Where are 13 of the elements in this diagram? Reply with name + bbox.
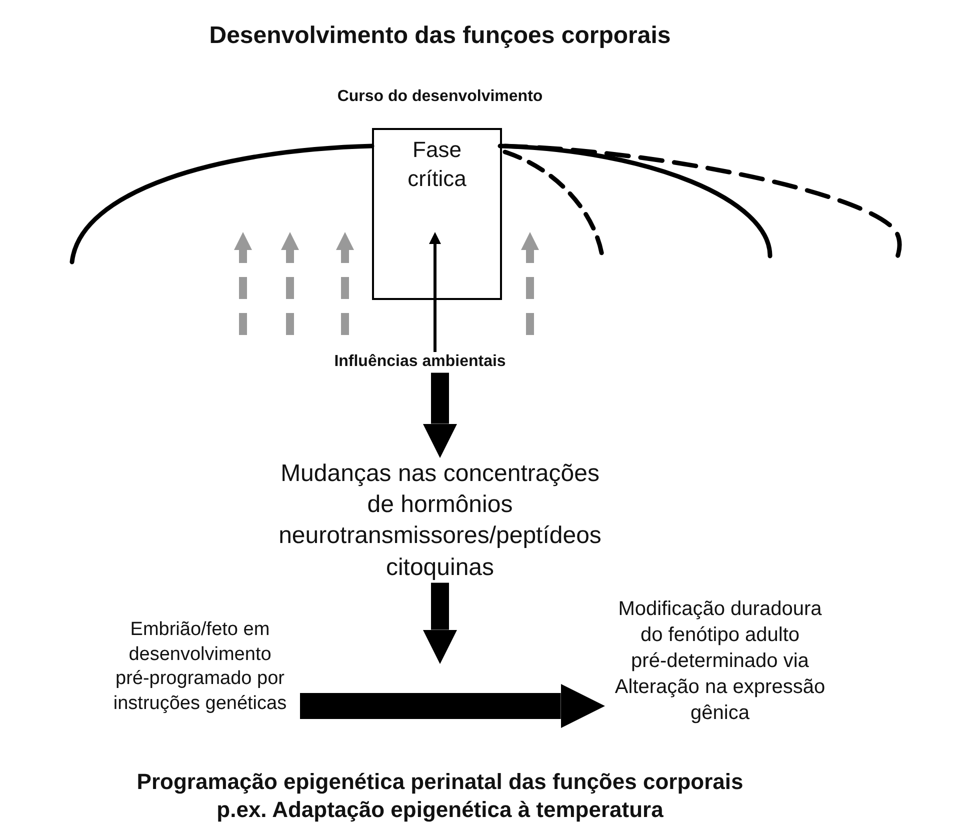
axis-label: Curso do desenvolvimento	[336, 88, 544, 106]
phase-box	[372, 128, 502, 300]
change-text: Mudanças nas concentrações de hormônios neurotransmissores/peptídeos citoquinas	[265, 458, 615, 583]
influence-label: Influências ambientais	[225, 352, 615, 373]
start-text: Embrião/feto em desenvolvimento pré-programado por instruções genéticas	[100, 618, 300, 717]
box-label: Fase crítica	[406, 136, 468, 193]
result-text: Modificação duradoura do fenótipo adulto pré-determinado via Alteração na expressão gênica	[605, 596, 835, 726]
arrow	[300, 684, 605, 728]
arrow	[422, 372, 458, 458]
arrow	[422, 582, 458, 664]
arrow	[429, 232, 441, 352]
caption: Programação epigenética perinatal das funções corporais p.ex. Adaptação epigenética à temperatura	[136, 768, 744, 823]
title: Desenvolvimento das funçoes corporais	[208, 22, 672, 50]
